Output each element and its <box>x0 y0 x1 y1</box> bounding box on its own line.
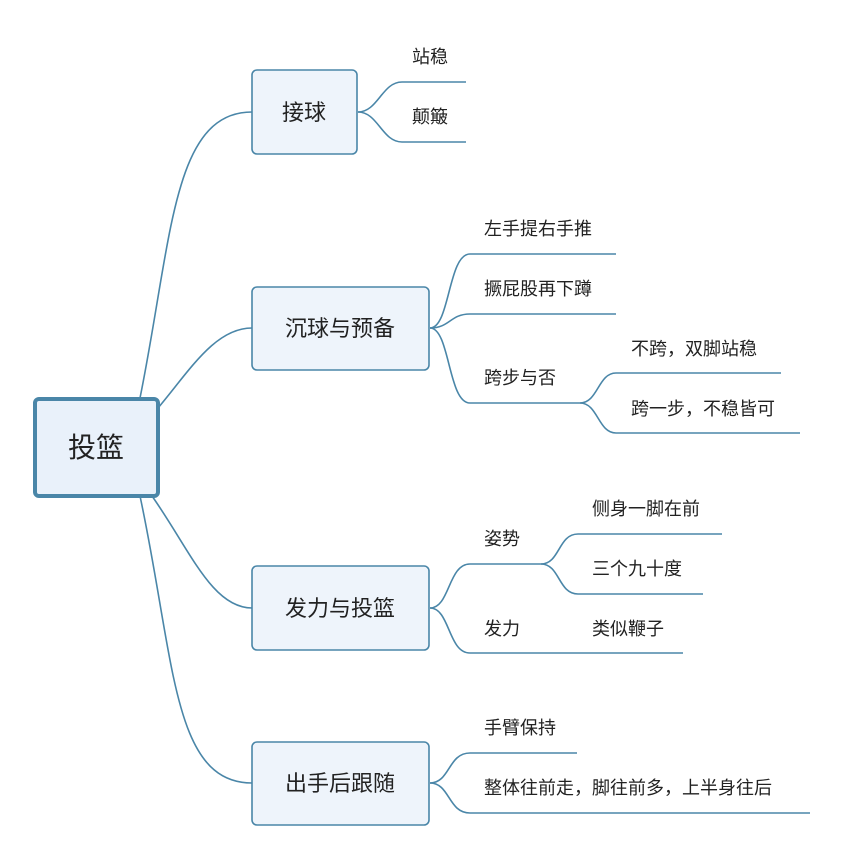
branch-4-child-1-label: 手臂保持 <box>484 718 556 739</box>
branch-2-child-3-label: 跨步与否 <box>484 368 556 389</box>
connector-root-branch-3 <box>151 495 253 609</box>
branch-2-grandchild-2-label: 跨一步，不稳皆可 <box>631 399 775 420</box>
connector-root-branch-2 <box>157 327 253 409</box>
branch-4-child-2-label: 整体往前走，脚往前多，上半身往后 <box>484 778 772 799</box>
connector-branch-2-grandchild-1 <box>579 372 617 404</box>
connector-branch-2-child-3 <box>429 327 471 404</box>
connector-branch-3-child-2 <box>429 607 471 654</box>
branch-1: 接球 站稳 颠簸 <box>251 47 466 155</box>
connector-branch-4-child-1 <box>429 752 471 784</box>
connector-branch-1-child-2 <box>357 111 403 143</box>
connector-branch-2-grandchild-2 <box>579 402 617 434</box>
branch-2-child-2-label: 撅屁股再下蹲 <box>484 279 592 300</box>
connector-branch-3-grandchild-2 <box>540 563 579 595</box>
connector-branch-1-child-1 <box>357 81 403 113</box>
branch-3-grandchild-3-label: 类似鞭子 <box>592 619 664 640</box>
branch-1-box[interactable] <box>251 69 358 155</box>
branch-2-child-1-label: 左手提右手推 <box>484 219 592 240</box>
root-box[interactable] <box>33 397 160 498</box>
branch-4-label: 出手后跟随 <box>285 772 395 797</box>
connector-branch-2-child-2 <box>429 313 471 329</box>
root-connectors <box>139 111 253 784</box>
branch-3-grandchild-1-label: 侧身一脚在前 <box>592 499 700 520</box>
root-label: 投篮 <box>68 431 124 464</box>
branch-1-child-1-label: 站稳 <box>412 47 448 68</box>
connector-root-branch-4 <box>139 495 253 784</box>
branch-1-child-2-label: 颠簸 <box>412 107 448 128</box>
connector-branch-4-child-2 <box>429 782 471 814</box>
branch-2-label: 沉球与预备 <box>285 317 395 342</box>
branch-3-box[interactable] <box>251 565 430 651</box>
branch-3-child-2-label: 发力 <box>484 619 520 640</box>
root-node: 投篮 <box>33 397 160 498</box>
connector-branch-3-child-1 <box>429 563 471 609</box>
connector-branch-2-child-1 <box>429 253 471 329</box>
branch-2-box[interactable] <box>251 286 430 371</box>
connector-branch-3-grandchild-1 <box>540 533 579 565</box>
branch-4-box[interactable] <box>251 741 430 826</box>
branch-3-grandchild-2-label: 三个九十度 <box>592 559 682 580</box>
branch-3-child-1-label: 姿势 <box>484 529 520 550</box>
branch-2-grandchild-1-label: 不跨，双脚站稳 <box>631 339 757 360</box>
branch-3: 发力与投篮 姿势 侧身一脚在前 三个九十度 发力 类似鞭子 <box>251 499 722 654</box>
branch-4: 出手后跟随 手臂保持 整体往前走，脚往前多，上半身往后 <box>251 718 810 826</box>
branch-1-label: 接球 <box>282 101 326 126</box>
branch-3-label: 发力与投篮 <box>285 597 395 622</box>
connector-root-branch-1 <box>139 111 253 399</box>
branch-2: 沉球与预备 左手提右手推 撅屁股再下蹲 跨步与否 不跨，双脚站稳 跨一步，不稳皆… <box>251 219 800 434</box>
